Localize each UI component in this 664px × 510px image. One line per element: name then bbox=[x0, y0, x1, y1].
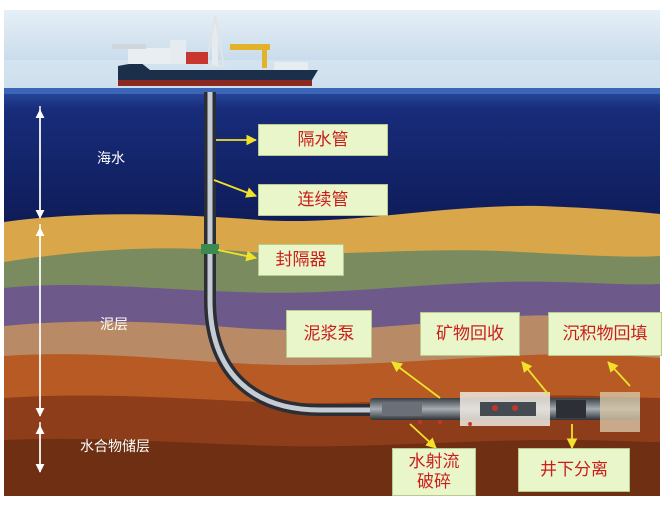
coiled-tubing-highlight bbox=[207, 92, 420, 413]
callout-arrows bbox=[213, 134, 631, 450]
downhole-tool bbox=[370, 392, 640, 432]
callout-jet-breaking-line1: 水射流 bbox=[408, 451, 460, 472]
arrow-sediment-backfill bbox=[607, 361, 631, 387]
callout-jet-breaking: 水射流 破碎 bbox=[392, 448, 476, 496]
zone-label-mud: 泥层 bbox=[100, 317, 128, 333]
callout-mud-pump: 泥浆泵 bbox=[286, 310, 372, 358]
arrow-packer bbox=[217, 249, 258, 262]
zone-label-seawater: 海水 bbox=[97, 151, 125, 167]
callout-packer: 封隔器 bbox=[258, 244, 344, 276]
callout-riser: 隔水管 bbox=[258, 124, 388, 156]
callout-coiled-tubing: 连续管 bbox=[258, 184, 388, 216]
callout-jet-breaking-line2: 破碎 bbox=[417, 472, 451, 492]
layer-deep bbox=[4, 438, 660, 496]
drilling-ship bbox=[112, 15, 318, 86]
callout-sediment-backfill: 沉积物回填 bbox=[548, 312, 662, 356]
arrow-coiled-tubing bbox=[213, 179, 258, 198]
sky-haze bbox=[4, 60, 660, 90]
arrow-mud-pump bbox=[391, 361, 441, 399]
arrow-jet-breaking bbox=[409, 423, 437, 449]
callout-downhole-separation: 井下分离 bbox=[518, 448, 630, 492]
zone-label-hydrate: 水合物储层 bbox=[80, 439, 150, 455]
arrow-mineral-recovery bbox=[521, 361, 549, 395]
callout-mineral-recovery: 矿物回收 bbox=[420, 312, 520, 356]
sea-surface bbox=[4, 88, 660, 94]
packer-body bbox=[201, 244, 219, 254]
